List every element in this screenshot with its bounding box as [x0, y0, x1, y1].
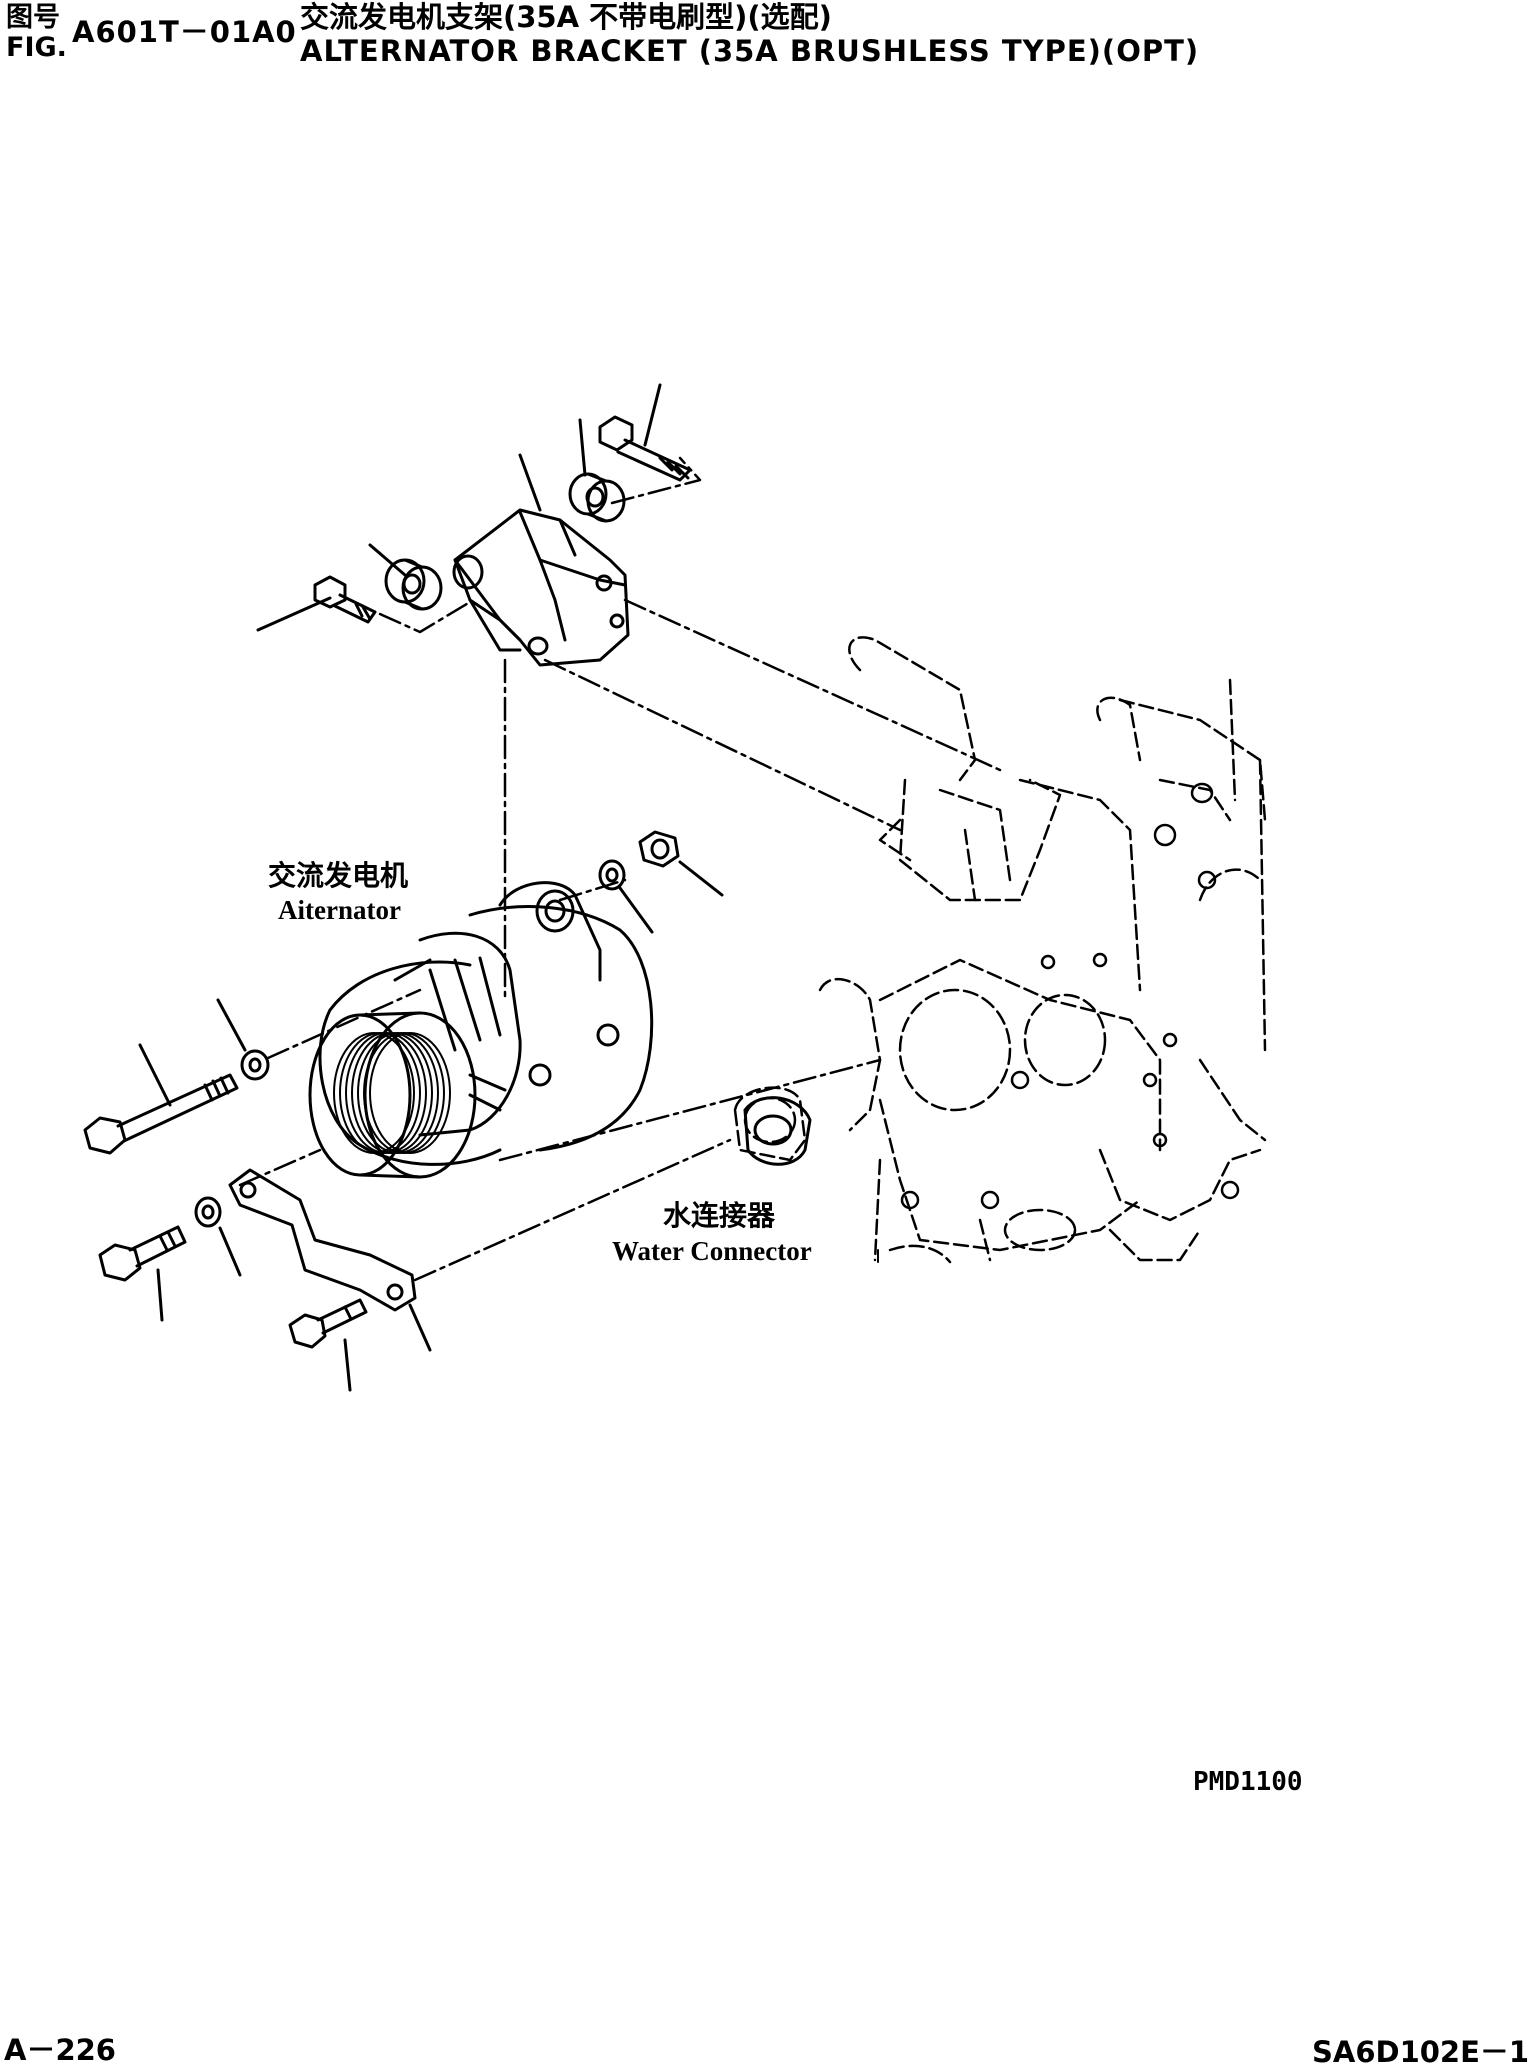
spacer-upper [568, 472, 626, 523]
engine-block [733, 636, 1267, 1264]
spacer-left [384, 558, 443, 611]
alternator-label-cn: 交流发电机 [268, 859, 409, 892]
bolt-left [313, 575, 377, 624]
drawing-code: PMD1100 [1193, 1767, 1303, 1797]
model-code: SA6D102E－1 [1312, 2035, 1529, 2069]
title-cn: 交流发电机支架(35A 不带电刷型)(选配) [300, 0, 832, 34]
figure-number: A601T－01A0 [72, 15, 297, 49]
page-number: A－226 [4, 2033, 116, 2067]
alternator-label-en: Aiternator [278, 895, 401, 925]
alignment-lines [378, 456, 1002, 1002]
adjusting-strap [228, 1168, 417, 1312]
long-bolt [83, 1049, 270, 1155]
alternator-bracket [452, 508, 630, 667]
water-connector-label-cn: 水连接器 [663, 1199, 776, 1232]
water-connector-label-en: Water Connector [612, 1236, 812, 1266]
water-connector [743, 1096, 812, 1166]
bolt-upper [598, 415, 692, 482]
title-en: ALTERNATOR BRACKET (35A BRUSHLESS TYPE)(… [300, 34, 1200, 68]
fig-label-en: FIG. [6, 32, 67, 63]
fig-label-cn: 图号 [6, 2, 60, 33]
nut-washer-top [598, 830, 680, 891]
lower-bolts [98, 1196, 368, 1349]
